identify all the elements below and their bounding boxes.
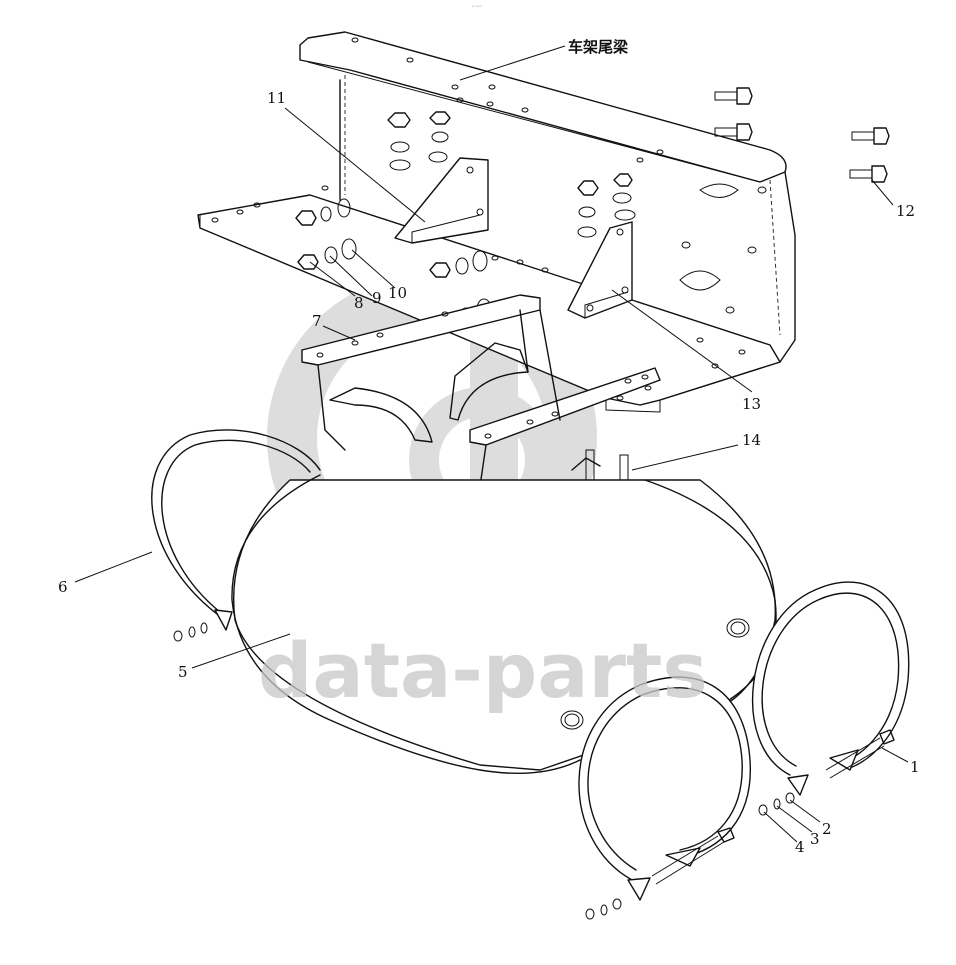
label-part-12: 12	[896, 202, 915, 220]
label-part-11: 11	[267, 89, 286, 107]
label-part-5: 5	[178, 663, 188, 681]
label-part-6: 6	[58, 578, 68, 596]
label-part-8: 8	[354, 294, 364, 312]
label-part-10: 10	[388, 284, 407, 302]
bracket-11	[394, 157, 489, 244]
label-part-7: 7	[312, 312, 322, 330]
bolts-12	[714, 87, 890, 183]
strap-front-left	[578, 676, 751, 920]
label-frame-tail-beam: 车架尾梁	[568, 38, 629, 56]
bracket-13	[567, 221, 633, 319]
label-part-2: 2	[822, 820, 832, 838]
label-part-13: 13	[742, 395, 761, 413]
label-part-3: 3	[810, 830, 820, 848]
frame-tail-beam	[197, 31, 796, 413]
tank-cross-mount-7	[301, 294, 661, 506]
watermark-text: data-parts	[258, 626, 708, 715]
strap-front-right	[751, 581, 910, 816]
label-part-1: 1	[910, 758, 920, 776]
leader-lines	[74, 45, 909, 843]
strap-6	[151, 429, 321, 642]
label-part-14: 14	[742, 431, 761, 449]
part-labels: 车架尾梁 11 12 13 14 7 8 9 10 6 5 1 2 3 4	[58, 38, 920, 856]
label-part-4: 4	[795, 838, 805, 856]
top-mark: ᵉ ᵛᵛᵛ	[472, 5, 482, 11]
label-part-9: 9	[372, 289, 382, 307]
